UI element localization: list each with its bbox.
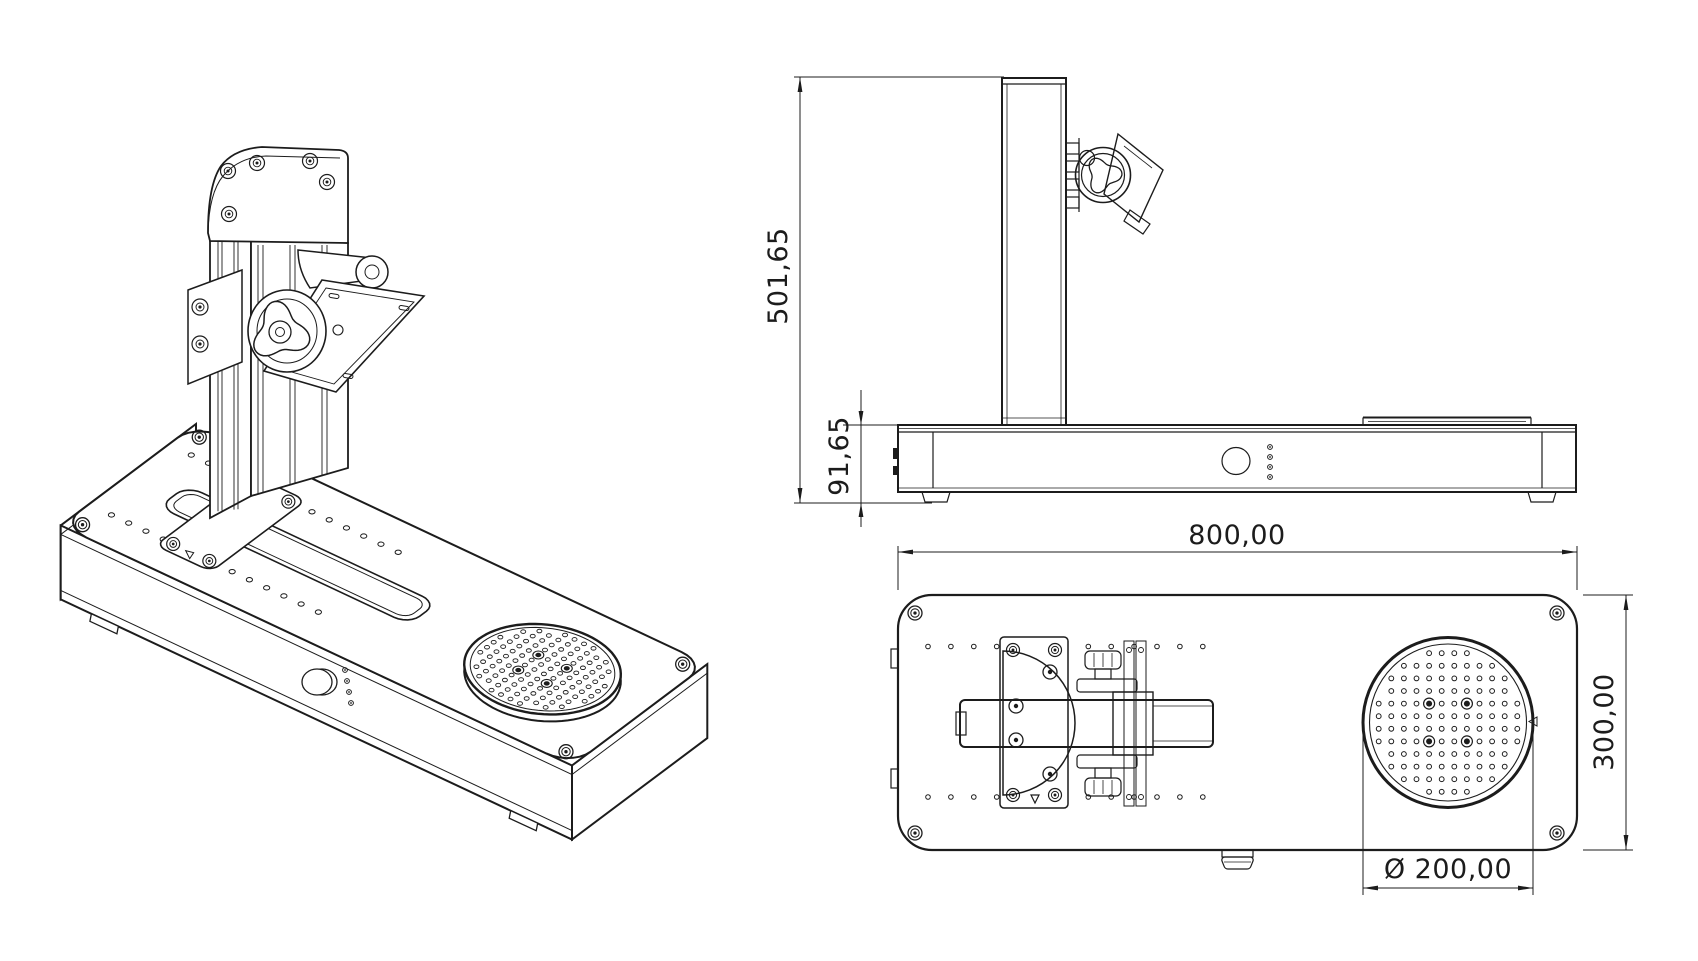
front-foot-left: [921, 491, 951, 503]
dimension-base-length: 800,00: [897, 520, 1578, 590]
front-base-outline: [897, 424, 1577, 493]
iso-column-and-bracket: [159, 146, 426, 570]
front-elevation-view: 501,65 91,65: [763, 76, 1577, 527]
front-turntable-edge: [1362, 416, 1532, 425]
dim-label-turntable-diameter: Ø 200,00: [1384, 854, 1512, 885]
front-foot-right: [1527, 491, 1557, 503]
dimension-turntable-diameter: Ø 200,00: [1362, 728, 1534, 895]
dim-label-base-height: 91,65: [824, 416, 855, 496]
dimension-total-height: 501,65: [763, 76, 1004, 503]
plan-thumbscrew: [1221, 849, 1254, 870]
dim-label-total-height: 501,65: [763, 227, 794, 324]
front-vesa-plate: [1103, 132, 1164, 235]
isometric-view: [59, 146, 709, 842]
iso-base-body: [59, 422, 709, 842]
front-led-indicators: [1267, 444, 1273, 480]
plan-mount-mechanism: [955, 636, 1214, 809]
dim-label-base-depth: 300,00: [1589, 673, 1620, 770]
dim-label-base-length: 800,00: [1188, 520, 1285, 551]
front-clamp-knob: [1074, 146, 1132, 204]
plan-generated-details: [907, 605, 1565, 841]
front-clamp-rail: [1065, 138, 1080, 212]
dimension-base-depth: 300,00: [1583, 594, 1633, 851]
front-power-button: [1221, 446, 1251, 476]
top-plan-view: 800,00 300,00 Ø 200,00: [890, 520, 1633, 895]
dimension-base-height: 91,65: [794, 390, 932, 527]
front-column: [1001, 77, 1067, 426]
